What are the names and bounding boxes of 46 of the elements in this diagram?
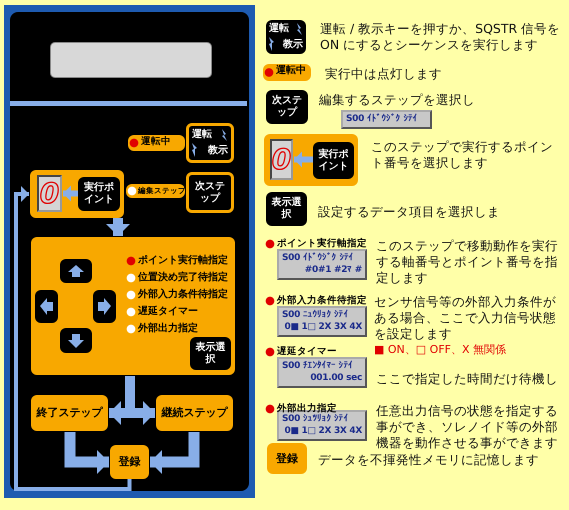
arrow	[106, 218, 130, 236]
indicator-label: 外部入力条件待指定	[125, 288, 228, 302]
indicator-label: 外部出力指定	[125, 322, 198, 336]
arrow	[63, 186, 78, 202]
description-text: 設定するデータ項目を選択しま	[318, 204, 501, 220]
lcd-display: S00 ｲﾄﾞｳｼﾞｸ ｼﾃｲ	[341, 110, 432, 129]
lcd-display: S00 ｲﾄﾞｳｼﾞｸ ｼﾃｲ #0#1 #2ﾏ #	[277, 249, 367, 280]
indicator-label: 遅延タイマー	[264, 345, 337, 359]
description-text: このステップで実行するポイント番号を選択します	[371, 139, 554, 171]
lcd-display: S00 ﾁｴﾝﾀｲﾏｰ ｼﾃｲ 001.00 sec	[277, 357, 367, 388]
indicator-label: 運転中	[128, 135, 185, 151]
key-group-panel	[30, 170, 124, 218]
indicator-label: 外部入力条件待指定	[264, 294, 367, 308]
indicator-label: ポイント実行軸指定	[125, 254, 228, 268]
display-select-key: 表示選択	[266, 192, 307, 226]
register-button: 登録	[267, 443, 307, 474]
description-text: 編集するステップを選択し	[319, 92, 476, 108]
indicator-label: ポイント実行軸指定	[264, 237, 367, 251]
seven-segment-display: 0	[37, 175, 62, 212]
description-text: データを不揮発性メモリに記憶します	[318, 452, 540, 468]
key-group-panel	[264, 134, 358, 186]
description-text: このステップで移動動作を実行する軸番号とポイント番号を指定します	[376, 238, 559, 286]
continue-step-button: 継続ステップ	[156, 395, 233, 431]
description-text: 実行中は点灯します	[325, 66, 443, 82]
description-text: 運転 / 教示キーを押すか、SQSTR 信号を ON にするとシーケンスを実行します	[320, 21, 562, 53]
register-button: 登録	[110, 445, 149, 479]
arrow	[294, 152, 313, 168]
display-select-key: 表示選択	[190, 337, 231, 370]
mode-key: 運転 教示	[266, 20, 306, 54]
description-text: センサ信号等の外部入力条件がある場合、ここで入力信号状態を設定します	[374, 294, 557, 342]
indicator-label: 遅延タイマー	[125, 305, 198, 319]
seven-segment-display: 0	[270, 139, 293, 180]
mode-key: 運転 教示	[186, 123, 234, 163]
next-step-key: 次ステップ	[266, 90, 308, 124]
lcd-display: S00 ﾆｭｳﾘｮｸ ｼﾃｲ 0■ 1□ 2X 3X 4X	[277, 306, 367, 337]
next-step-key: 次ステップ	[186, 172, 234, 213]
arrow	[14, 186, 132, 491]
indicator-label: 位置決め完了待指定	[125, 271, 228, 285]
indicator-label: 運転中	[263, 64, 311, 81]
key-pad-panel	[31, 237, 235, 375]
execute-point-key: 実行ポイント	[313, 142, 354, 179]
legend-note: ■ ON、□ OFF、X 無関係	[374, 342, 506, 358]
description-text: 任意出力信号の状態を指定する事ができ、ソレノイド等の外部機器を動作させる事ができます	[376, 403, 559, 451]
description-text: ここで指定した時間だけ待機し	[376, 371, 559, 387]
end-step-button: 終了ステップ	[31, 395, 108, 431]
execute-point-key: 実行ポイント	[78, 177, 120, 211]
